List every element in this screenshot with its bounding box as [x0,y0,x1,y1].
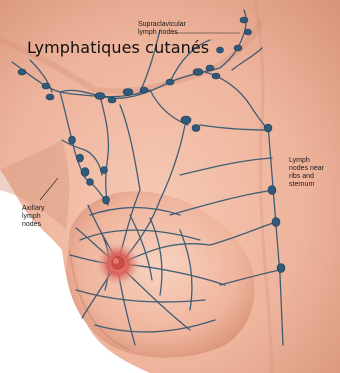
diagram-title: Lymphatiques cutanés [27,38,209,57]
supraclavicular-label: Supraclavicular lymph nodes [138,21,186,37]
axillary-label: Axillary lymph nodes [22,205,45,229]
sternum-nodes-label: Lymph nodes near ribs and sternum [289,157,324,189]
